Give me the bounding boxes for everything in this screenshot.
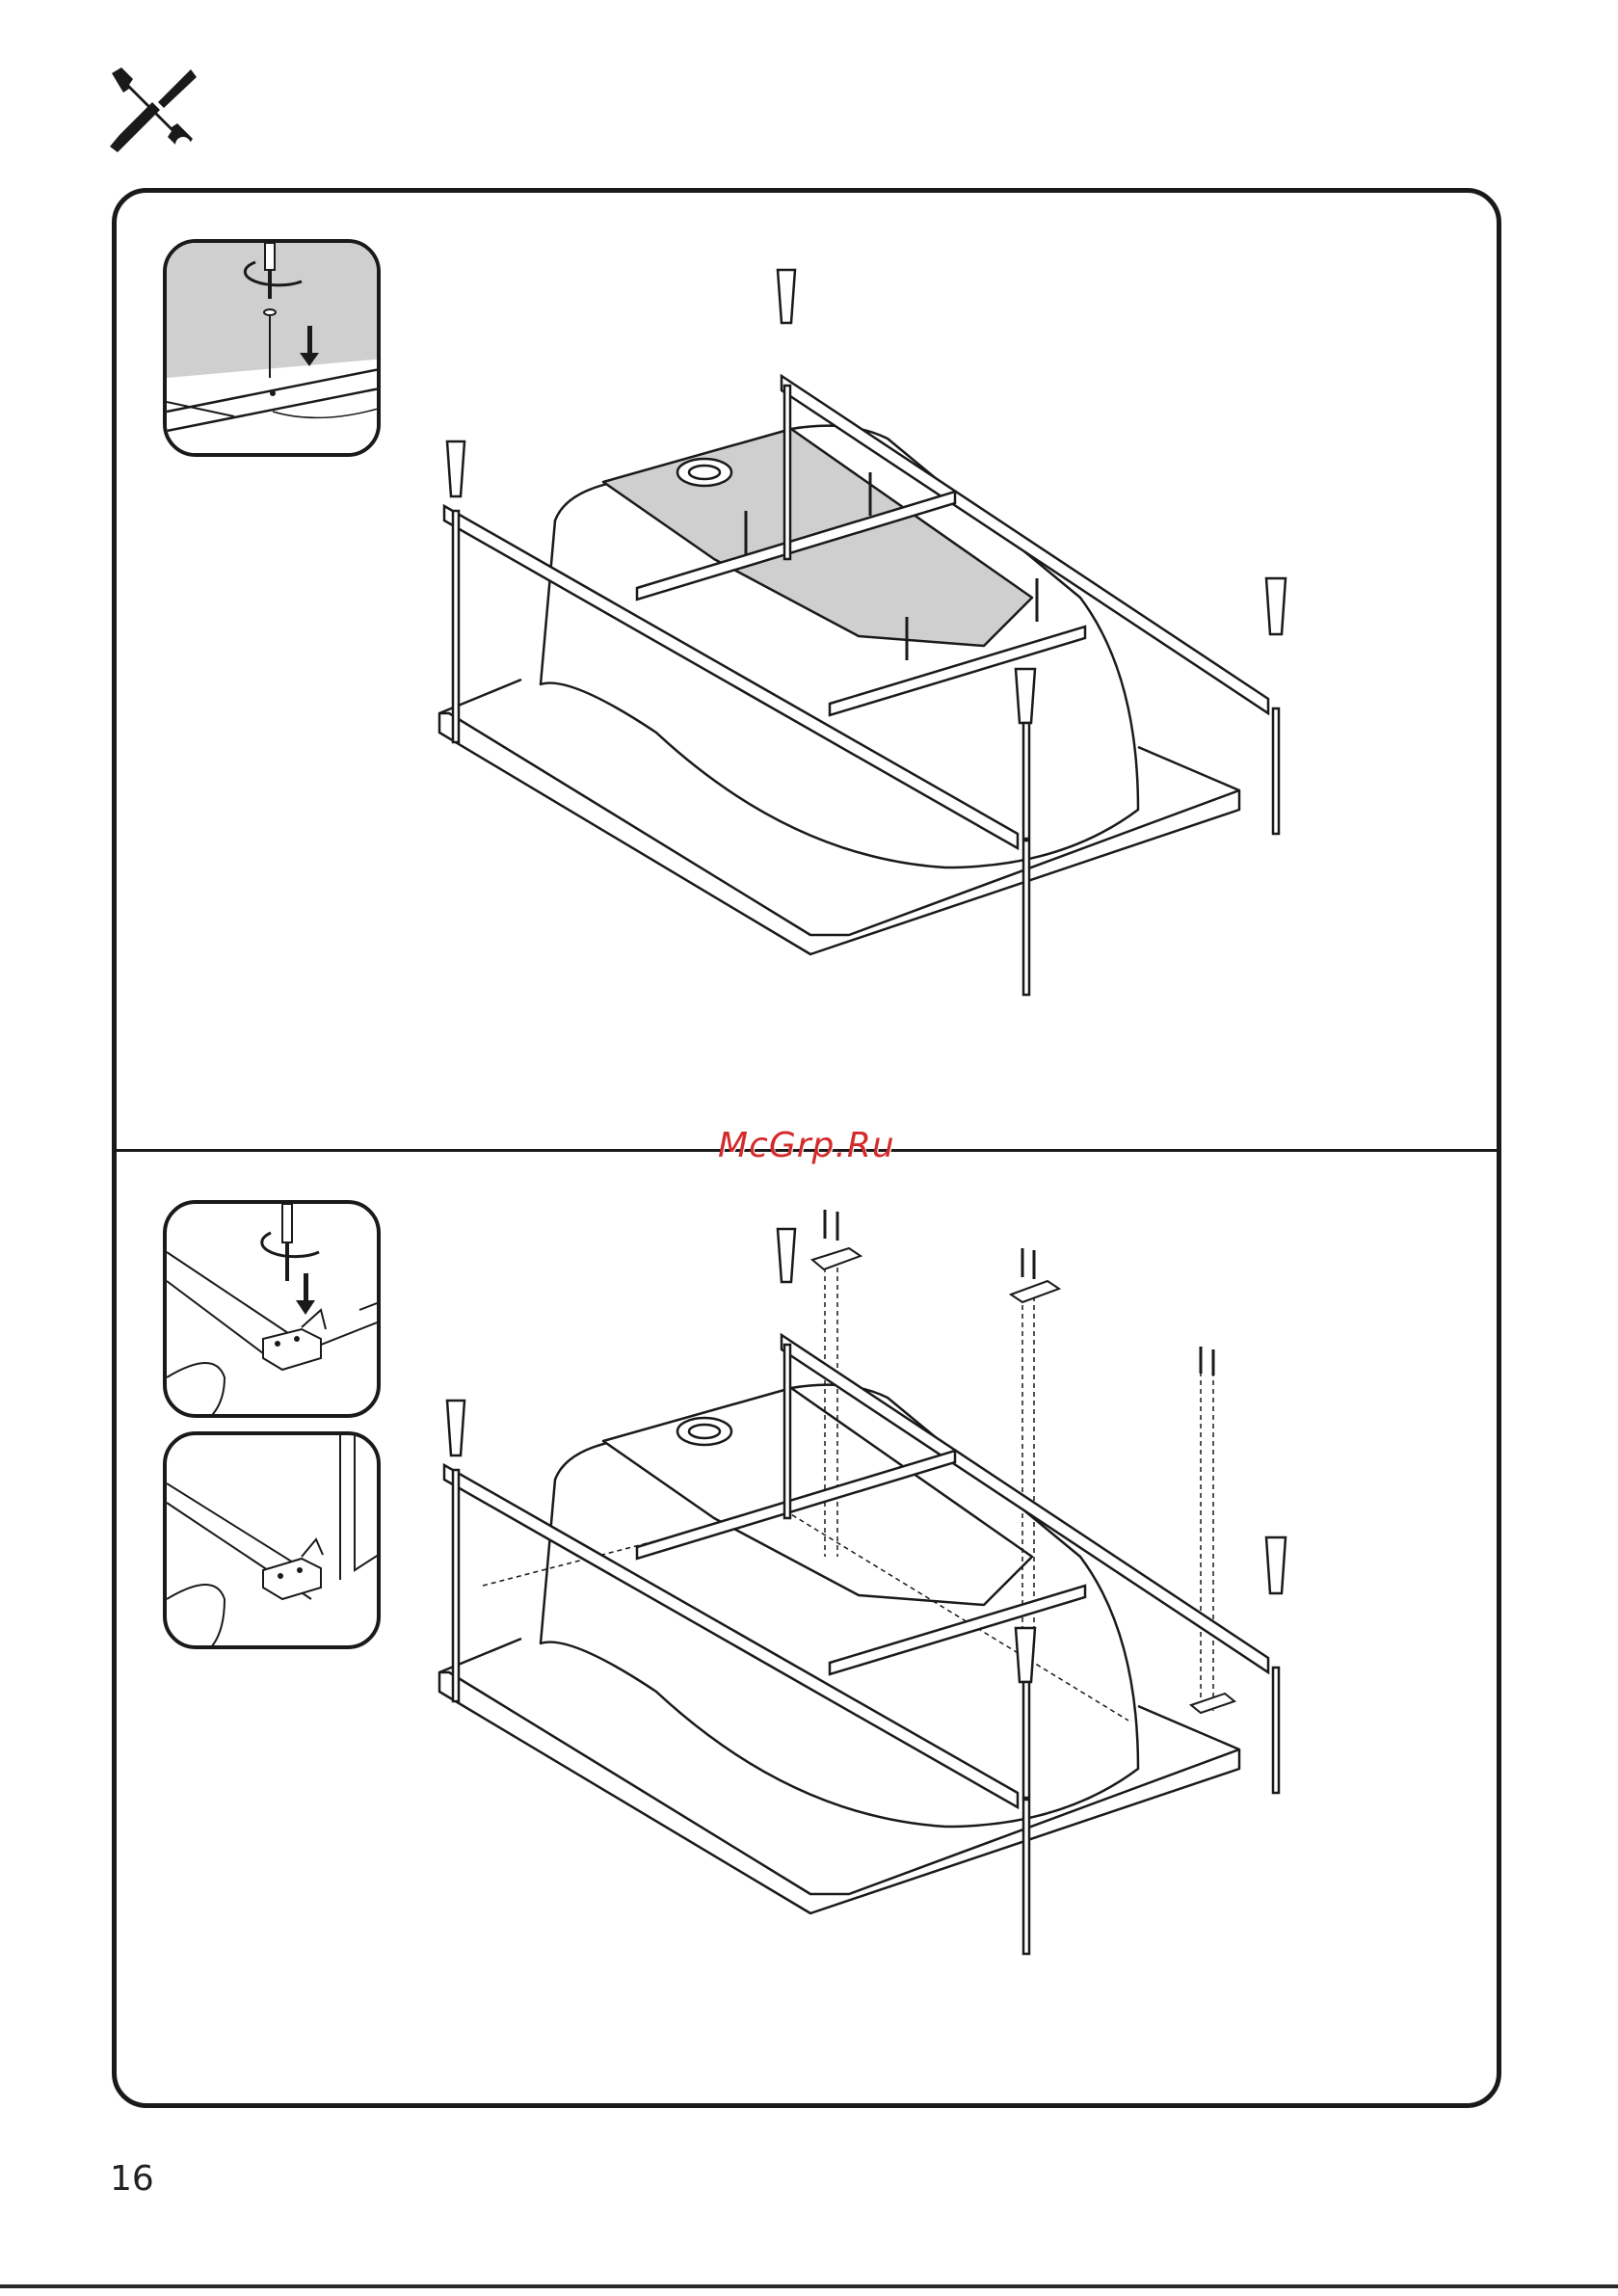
step-frame-screw: [117, 193, 1497, 1149]
step-bracket-mount: [117, 1152, 1497, 2103]
tools-icon: [104, 64, 200, 160]
watermark: McGrp.Ru: [718, 1126, 895, 1165]
page-number: 16: [110, 2159, 154, 2199]
bathtub-frame-drawing-1: [117, 193, 1497, 1149]
bathtub-frame-drawing-2: [117, 1152, 1497, 2103]
bottom-rule: [0, 2284, 1618, 2288]
